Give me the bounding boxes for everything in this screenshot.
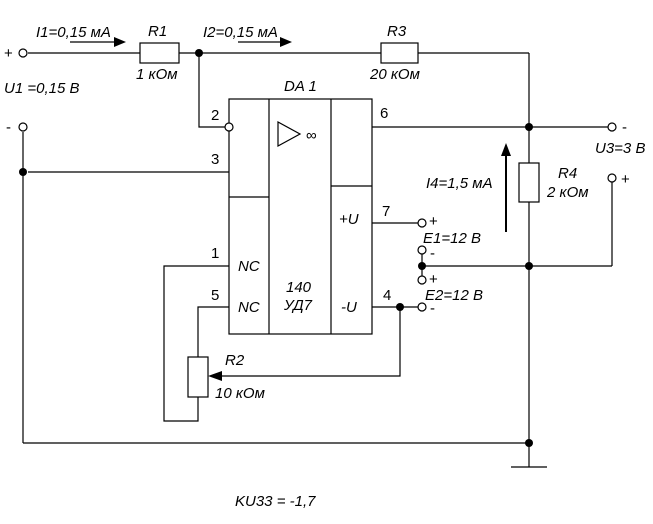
label-i1: I1=0,15 мА — [36, 24, 111, 41]
sign-e2-plus: + — [429, 271, 438, 288]
label-r2-value: 10 кОм — [215, 385, 265, 402]
label-u1: U1 =0,15 В — [4, 80, 79, 97]
label-gain: KU33 = -1,7 — [235, 493, 316, 510]
label-da1: DA 1 — [284, 78, 317, 95]
label-r4: R4 — [558, 165, 577, 182]
arrow-i2-head-icon — [280, 37, 292, 47]
terminal-pin2 — [224, 122, 234, 132]
wires — [22, 52, 613, 468]
wire-nc2-r2 — [197, 306, 229, 357]
label-i2: I2=0,15 мА — [203, 24, 278, 41]
terminal-input-minus — [18, 122, 28, 132]
label-plus-u: +U — [339, 211, 359, 228]
terminal-e1-plus — [417, 218, 427, 228]
node-dot — [525, 439, 533, 447]
arrow-i4-head-icon — [501, 143, 511, 156]
resistor-r3 — [380, 42, 419, 64]
chip-body — [228, 98, 373, 335]
terminal-input-plus — [18, 48, 28, 58]
node-dot — [195, 49, 203, 57]
pin-number-7: 7 — [382, 203, 390, 220]
label-r1-value: 1 кОм — [136, 66, 178, 83]
junction-dots — [19, 49, 533, 447]
pin-number-6: 6 — [380, 105, 388, 122]
pin-number-4: 4 — [383, 287, 391, 304]
terminal-e2-plus — [417, 275, 427, 285]
pin-number-3: 3 — [211, 151, 219, 168]
r2-wiper-arrow-icon — [208, 371, 222, 381]
node-dot — [525, 262, 533, 270]
label-r3: R3 — [387, 23, 407, 40]
label-r1: R1 — [148, 23, 167, 40]
terminal-e1-minus — [417, 245, 427, 255]
label-minus-u: -U — [341, 299, 357, 316]
wire-nc1-r2 — [163, 265, 229, 422]
label-u3: U3=3 В — [595, 140, 645, 157]
sign-e2-minus: - — [430, 300, 435, 317]
arrow-i1-head-icon — [114, 37, 126, 47]
label-e2: E2=12 В — [425, 287, 483, 304]
opamp-triangle-icon — [277, 120, 302, 148]
node-dot — [418, 262, 426, 270]
terminal-output-plus — [607, 173, 617, 183]
label-nc2: NC — [238, 299, 260, 316]
pin-number-2: 2 — [211, 107, 219, 124]
sign-input-plus: + — [4, 45, 13, 62]
label-chip-line2: УД7 — [283, 297, 313, 314]
current-arrows — [70, 37, 511, 232]
sign-input-minus: - — [6, 119, 11, 136]
label-nc1: NC — [238, 258, 260, 275]
label-e1: E1=12 В — [423, 230, 481, 247]
pin-number-5: 5 — [211, 287, 219, 304]
label-chip-line1: 140 — [286, 279, 312, 296]
terminals — [18, 48, 617, 312]
wire-pin4-to-r2-wiper — [222, 307, 401, 377]
sign-output-minus: - — [622, 119, 627, 136]
node-dot — [396, 303, 404, 311]
resistor-r1 — [139, 42, 180, 64]
terminal-output-minus — [607, 122, 617, 132]
sign-e1-plus: + — [429, 213, 438, 230]
node-dot — [19, 168, 27, 176]
label-r2: R2 — [225, 352, 245, 369]
terminal-e2-minus — [417, 302, 427, 312]
sign-output-plus: + — [621, 171, 630, 188]
chip-da1 — [228, 98, 373, 335]
node-dot — [525, 123, 533, 131]
label-r4-value: 2 кОм — [546, 184, 589, 201]
infinity-icon: ∞ — [306, 127, 317, 144]
pin-number-1: 1 — [211, 245, 219, 262]
wire-to-pin2 — [198, 53, 225, 128]
label-i4: I4=1,5 мА — [426, 175, 493, 192]
resistor-r4 — [518, 162, 540, 203]
resistor-r2 — [187, 356, 209, 398]
sign-e1-minus: - — [430, 245, 435, 262]
label-r3-value: 20 кОм — [369, 66, 420, 83]
